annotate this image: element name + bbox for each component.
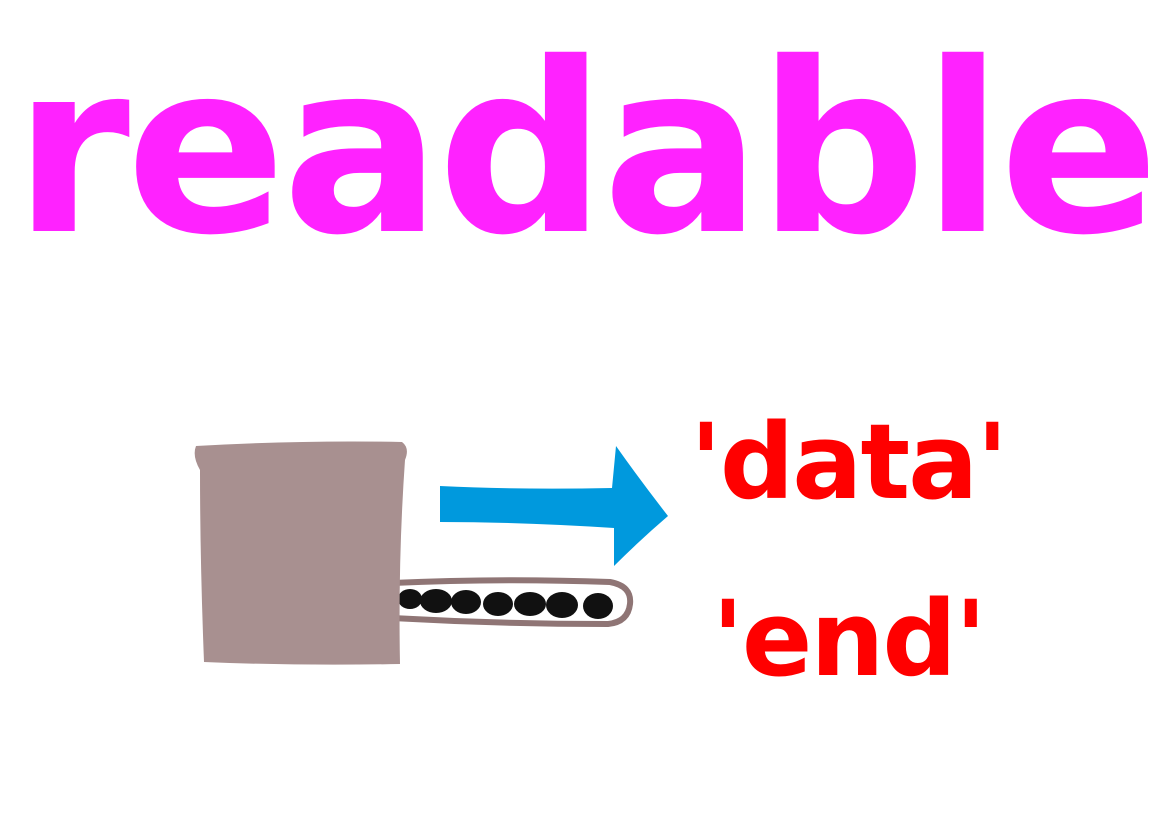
data-chunk-label: 'data': [690, 401, 1008, 523]
data-tube: [389, 577, 634, 627]
end-event-label: 'end': [712, 578, 987, 700]
bead: [398, 589, 422, 609]
bead: [546, 592, 578, 618]
bead: [514, 592, 546, 616]
stream-box-icon: [194, 441, 407, 665]
right-arrow-icon: [440, 446, 668, 566]
bead: [420, 589, 452, 613]
bead: [451, 590, 481, 614]
page-title: readable: [13, 12, 1160, 287]
bead: [583, 593, 613, 619]
bead: [483, 592, 513, 616]
